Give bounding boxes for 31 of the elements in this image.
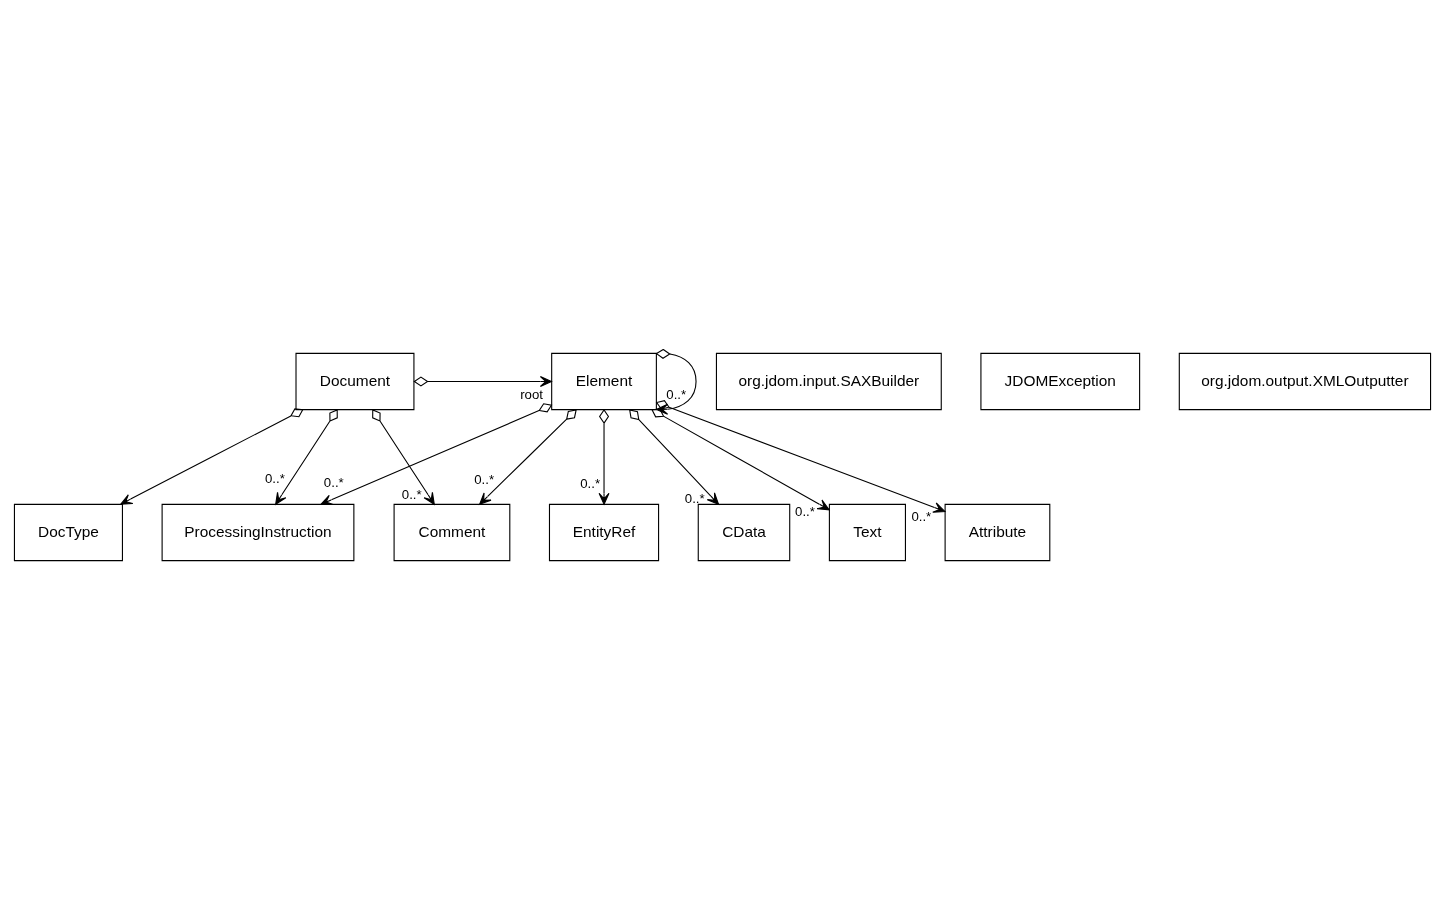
node-box: org.jdom.output.XMLOutputter — [1178, 352, 1432, 411]
arrow — [120, 408, 304, 505]
edge-label: 0..* — [666, 386, 687, 402]
arrow — [372, 409, 435, 505]
node-box: CData — [697, 503, 791, 562]
arrow — [629, 409, 720, 505]
edge-label: 0..* — [911, 508, 932, 524]
arrow — [320, 403, 553, 506]
edge-label: 0..* — [474, 471, 495, 487]
edge-label: 0..* — [264, 471, 285, 487]
node-box: org.jdom.input.SAXBuilder — [715, 352, 942, 411]
arrow — [598, 408, 610, 505]
node-box: Text — [828, 503, 906, 562]
edge-label: 0..* — [580, 475, 601, 491]
node-box: ProcessingInstruction — [161, 503, 355, 562]
edge-label: 0..* — [795, 503, 815, 519]
node-box: JDOMException — [980, 352, 1141, 411]
node-box: Element — [551, 352, 657, 411]
edge-label: root — [520, 386, 543, 402]
edge-label: 0..* — [323, 475, 344, 491]
node-box: EntityRef — [548, 503, 660, 562]
arrow — [651, 408, 830, 511]
arrow — [479, 409, 577, 505]
arrow — [413, 376, 552, 388]
node-box: Attribute — [944, 503, 1051, 562]
node-box: Document — [295, 352, 415, 411]
node-box: Comment — [393, 503, 511, 562]
arrow — [275, 409, 338, 505]
edge-label: 0..* — [401, 486, 422, 502]
edge-label: 0..* — [684, 490, 705, 506]
node-box: DocType — [13, 503, 123, 562]
